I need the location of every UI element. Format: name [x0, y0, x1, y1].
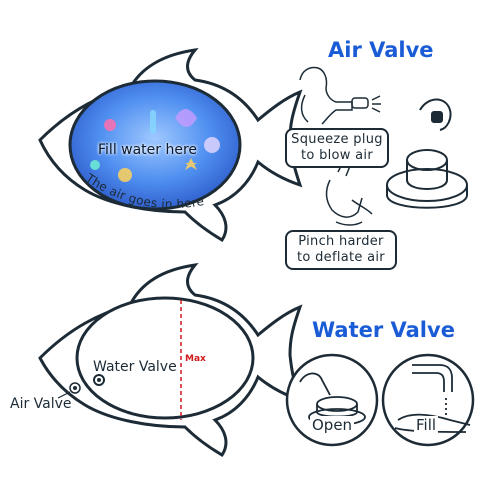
bottom-fish-air-valve-label: Air Valve	[10, 396, 72, 412]
air-valve-marker-icon	[69, 382, 81, 394]
step-pinch-line1: Pinch harder	[298, 234, 384, 249]
bottom-fish-water-valve-label: Water Valve	[93, 359, 177, 375]
sea-decor	[90, 109, 220, 182]
air-valve-plug-icon	[386, 98, 468, 209]
step-squeeze-line1: Squeeze plug	[291, 132, 383, 147]
air-valve-heading: Air Valve	[328, 38, 434, 62]
water-valve-marker-icon	[93, 374, 105, 386]
air-valve-step-pinch: Pinch harder to deflate air	[285, 230, 397, 270]
bottom-fish-water-window	[75, 296, 255, 420]
fill-illustration-circle	[381, 353, 475, 447]
top-fish-fill-label: Fill water here	[98, 142, 198, 158]
pinch-hand-icon	[325, 159, 373, 226]
air-valve-step-squeeze: Squeeze plug to blow air	[285, 128, 389, 168]
fill-label: Fill	[414, 416, 439, 434]
max-label: Max	[185, 354, 206, 364]
water-valve-heading: Water Valve	[312, 318, 455, 342]
open-label: Open	[310, 416, 355, 434]
step-squeeze-line2: to blow air	[301, 148, 373, 163]
step-pinch-line2: to deflate air	[297, 250, 385, 265]
blowing-face-icon	[299, 66, 381, 125]
top-fish-water-window	[68, 79, 242, 211]
